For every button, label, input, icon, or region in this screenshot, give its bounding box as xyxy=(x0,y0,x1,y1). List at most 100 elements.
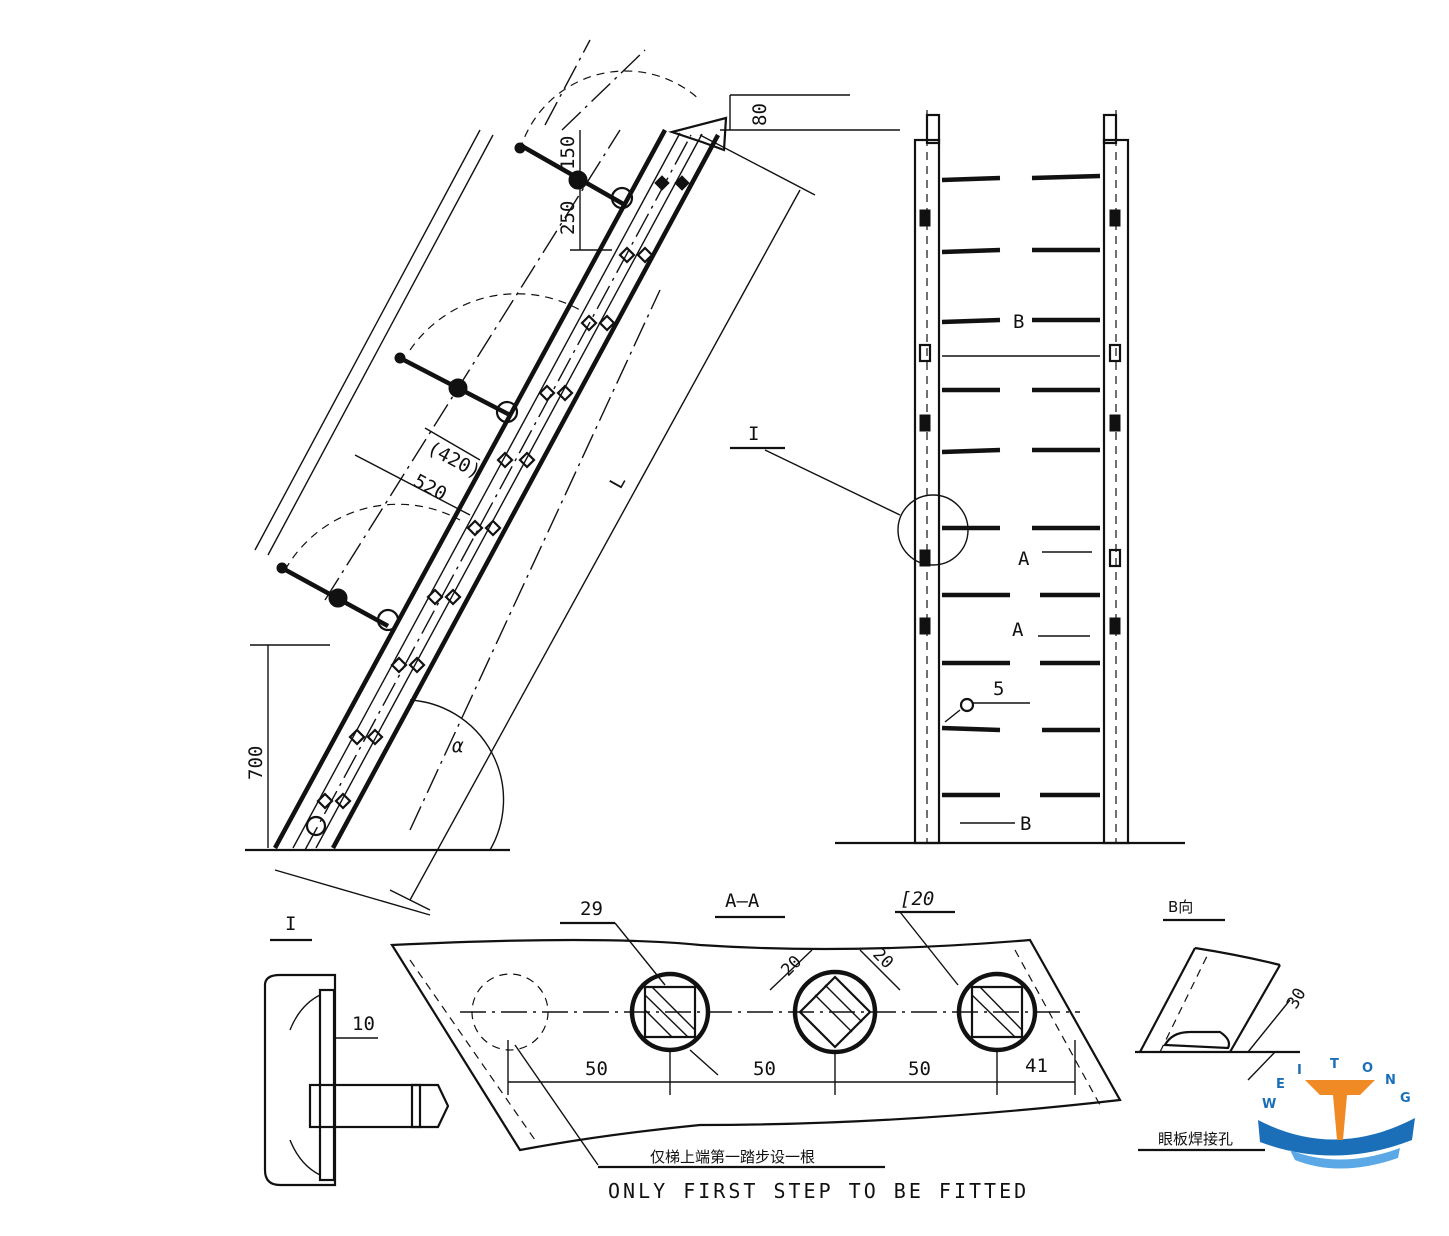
detail-I: I 10 xyxy=(263,913,450,1187)
logo-wave-dark xyxy=(1258,1118,1415,1156)
section-AA-title: A—A xyxy=(725,890,760,912)
stringer-back xyxy=(331,133,720,850)
top-bracket xyxy=(668,116,728,152)
dim-30-label: 30 xyxy=(1283,985,1311,1013)
dim-L-ext-bottom xyxy=(274,869,431,916)
envelope-line-a xyxy=(254,129,481,551)
slope-centerline xyxy=(409,289,661,831)
view-B-caption: 眼板焊接孔 xyxy=(1158,1130,1233,1148)
view-B-weld-hole xyxy=(1163,1030,1231,1050)
logo-anchor-t xyxy=(1305,1080,1375,1140)
view-B-plate-top xyxy=(1194,946,1281,967)
angle-alpha-label: α xyxy=(452,735,464,757)
rung-markers xyxy=(316,175,690,810)
foot-pin xyxy=(305,815,327,837)
dim-41: 41 xyxy=(1025,1055,1048,1077)
side-view: L α xyxy=(245,39,900,916)
dim-20-right-line xyxy=(859,949,901,991)
logo-letter-n: N xyxy=(1385,1073,1396,1088)
view-B-plate-left xyxy=(1139,947,1196,1053)
detail-I-title: I xyxy=(285,913,296,935)
detail-I-ref: I xyxy=(748,423,759,445)
stanchion-middle xyxy=(394,352,519,424)
dim-50-b: 50 xyxy=(753,1058,776,1080)
item-5-label: 5 xyxy=(993,678,1004,700)
stringer-markers xyxy=(918,209,1122,635)
stanchion-bottom xyxy=(276,562,400,632)
section-a-bottom: A xyxy=(1012,619,1024,641)
logo-letter-w: W xyxy=(1262,1097,1276,1112)
swing-arc-top xyxy=(519,70,701,151)
note-en: ONLY FIRST STEP TO BE FITTED xyxy=(608,1179,1029,1203)
dim-50-a: 50 xyxy=(585,1058,608,1080)
handrail-centerline-c xyxy=(324,129,621,601)
hole-empty xyxy=(471,973,549,1051)
stringer-centerline xyxy=(304,134,692,851)
dim-80-label: 80 xyxy=(749,103,771,126)
handrail-centerline-b xyxy=(561,49,646,131)
envelope-line-b xyxy=(267,134,494,556)
dim-20-left-line xyxy=(769,949,813,991)
stringer-front xyxy=(273,128,667,850)
logo-letter-o: O xyxy=(1362,1061,1373,1076)
note-cn: 仅梯上端第一踏步设一根 xyxy=(650,1148,815,1166)
dim-20-left: 20 xyxy=(777,952,806,981)
detail-I-weld-bottom xyxy=(289,1139,321,1176)
front-rungs xyxy=(941,173,1101,798)
detail-I-rung-end xyxy=(410,1083,450,1129)
detail-I-stringer xyxy=(263,973,337,1187)
view-b-bottom: B xyxy=(1020,813,1031,835)
dim-L-label: L xyxy=(605,472,630,493)
stanchion-top xyxy=(514,142,634,210)
swing-arc-mid xyxy=(409,293,581,351)
callout-29: 29 xyxy=(580,898,603,920)
front-view: I A A B B 5 xyxy=(730,110,1185,845)
view-B-plate-inner xyxy=(1159,949,1211,1053)
dim-520-line xyxy=(354,454,471,516)
dim-420-line xyxy=(424,427,481,461)
dim-250-label: 250 xyxy=(557,201,579,235)
logo-letter-t: T xyxy=(1330,1057,1339,1072)
item-5-leader-2 xyxy=(944,709,961,723)
view-B-title: B向 xyxy=(1168,898,1193,916)
section-AA-plate xyxy=(390,938,1122,1152)
plate-inner-left xyxy=(409,959,536,1141)
logo-wave-light xyxy=(1290,1148,1400,1169)
weitong-logo: W E I T O N G xyxy=(1258,1057,1415,1169)
swing-arc-low xyxy=(284,503,461,571)
detail-I-leader xyxy=(764,449,901,516)
note-leader xyxy=(514,1044,599,1166)
dim-520-label: 520 xyxy=(410,470,451,506)
dim-30-line xyxy=(1247,999,1291,1053)
stringer-inner-line xyxy=(292,132,681,849)
stringer-inner-line-2 xyxy=(315,133,703,849)
dimension-L-line xyxy=(409,189,801,901)
plate-inner-right xyxy=(1014,949,1101,1106)
dim-L-tick-bottom xyxy=(389,889,431,911)
callout-bar: [20 xyxy=(900,888,934,910)
left-top-fitting xyxy=(925,113,941,145)
view-b-top: B xyxy=(1013,311,1024,333)
dim-50-c: 50 xyxy=(908,1058,931,1080)
logo-letter-i: I xyxy=(1297,1063,1302,1078)
handrail-centerline-a xyxy=(544,39,591,126)
logo-letter-g: G xyxy=(1400,1091,1411,1106)
alpha-arc xyxy=(409,699,505,851)
right-top-fitting xyxy=(1102,113,1118,145)
view-B: B向 30 眼板焊接孔 xyxy=(1135,898,1311,1152)
dim-L-ext-top xyxy=(699,134,816,196)
dim-10-label: 10 xyxy=(352,1013,375,1035)
detail-I-rung xyxy=(308,1083,422,1129)
callout-29-leader xyxy=(614,922,666,986)
callout-bar-leader xyxy=(899,911,959,986)
dim-150-label: 150 xyxy=(557,136,579,170)
dim-700-label: 700 xyxy=(245,746,267,780)
view-B-plate-right xyxy=(1229,964,1281,1053)
view-B-leader xyxy=(1247,1051,1276,1081)
section-AA: A—A 29 xyxy=(390,888,1122,1203)
item-5-eyeplate xyxy=(959,697,975,713)
hole-1-leader xyxy=(689,1049,719,1076)
logo-letter-e: E xyxy=(1276,1077,1285,1092)
detail-I-circle xyxy=(897,494,969,566)
